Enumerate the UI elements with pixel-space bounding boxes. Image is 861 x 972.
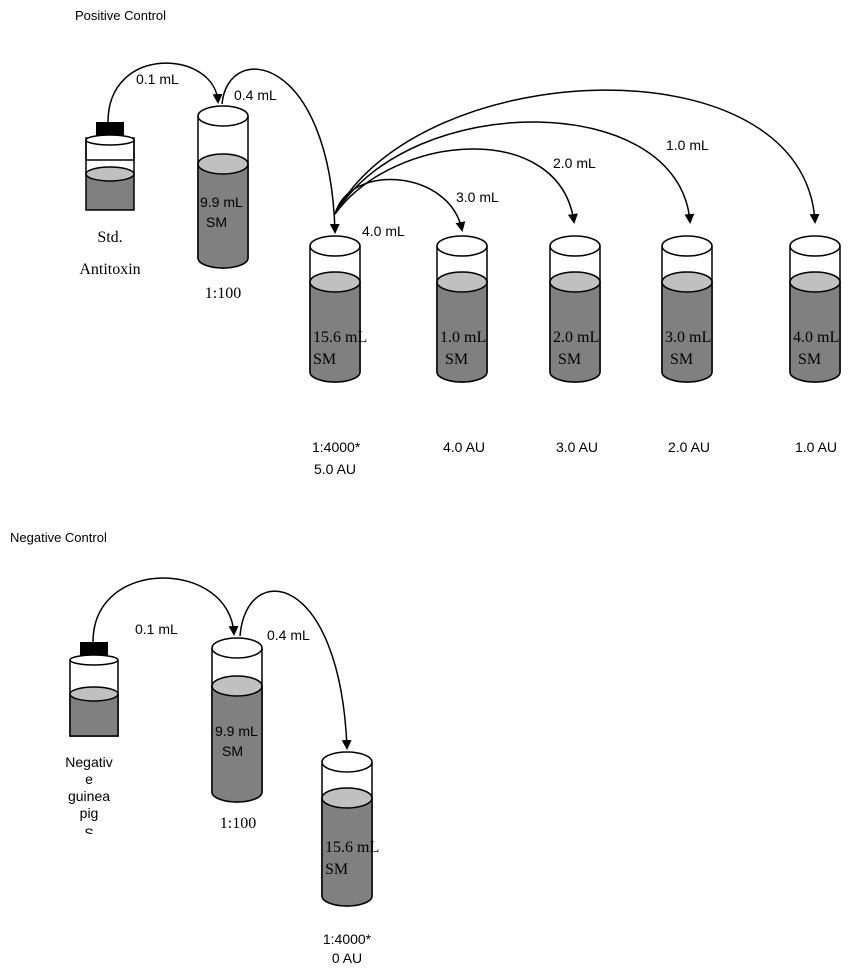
std-tube-3-diluent: SM [670, 351, 693, 368]
std-tube-3 [661, 235, 713, 383]
pos-dilution-tube [197, 105, 249, 269]
std-tube-1-volume: 1.0 mL [440, 329, 486, 346]
pos-working-diluent: SM [313, 351, 336, 368]
pos-working-units: 5.0 AU [314, 461, 356, 477]
std-tube-3-volume: 3.0 mL [665, 329, 711, 346]
pos-transfer-2.0-label: 2.0 mL [553, 155, 596, 171]
std-antitoxin-label-line1: Std. [97, 229, 122, 246]
pos-transfer-arrow-0.4 [221, 68, 340, 234]
neg-working-diluent: SM [325, 861, 348, 878]
std-tube-2-units: 3.0 AU [556, 439, 598, 455]
neg-dilution-volume: 9.9 mL [215, 723, 258, 739]
pos-dilution-ratio: 1:100 [205, 285, 241, 302]
neg-serum-label-line5: S [84, 825, 93, 841]
std-tube-2-diluent: SM [558, 351, 581, 368]
std-tube-3-units: 2.0 AU [668, 439, 710, 455]
pos-transfer-1.0-label: 1.0 mL [666, 137, 709, 153]
pos-working-volume: 15.6 mL [313, 329, 367, 346]
pos-transfer-0.4-label: 0.4 mL [234, 87, 277, 103]
std-tube-1-diluent: SM [445, 351, 468, 368]
neg-serum-label-line2: e [85, 771, 93, 787]
pos-transfer-arrow-2.0 [334, 148, 578, 224]
std-antitoxin-label-line2: Antitoxin [79, 261, 140, 278]
pos-transfer-4.0-label: 4.0 mL [362, 223, 405, 239]
pos-dilution-volume: 9.9 mL [200, 194, 243, 210]
neg-transfer-arrow-0.4 [239, 590, 352, 750]
std-tube-1 [436, 235, 488, 383]
neg-working-tube [321, 751, 373, 907]
positive-control-heading: Positive Control [75, 8, 166, 23]
std-antitoxin-bottle [85, 122, 135, 211]
pos-transfer-0.1-label: 0.1 mL [136, 71, 179, 87]
negative-serum-bottle [69, 642, 119, 737]
neg-transfer-0.1-label: 0.1 mL [135, 621, 178, 637]
neg-serum-label-line4: pig [80, 805, 99, 821]
pos-transfer-arrow-0.1 [107, 62, 223, 123]
std-tube-2-volume: 2.0 mL [553, 329, 599, 346]
std-tube-4-diluent: SM [798, 351, 821, 368]
neg-dilution-ratio: 1:100 [220, 815, 256, 832]
std-tube-4-volume: 4.0 mL [793, 329, 839, 346]
pos-working-tube [309, 235, 361, 383]
neg-working-units: 0 AU [332, 950, 362, 966]
std-tube-1-units: 4.0 AU [443, 439, 485, 455]
neg-transfer-arrow-0.1 [92, 577, 239, 643]
std-tube-2 [549, 235, 601, 383]
pos-dilution-diluent: SM [206, 214, 227, 230]
neg-dilution-tube [211, 637, 263, 803]
std-tube-4 [789, 235, 841, 383]
neg-serum-label-line3: guinea [68, 788, 110, 804]
neg-transfer-0.4-label: 0.4 mL [267, 627, 310, 643]
pos-transfer-arrow-1.0 [334, 121, 695, 224]
negative-control-heading: Negative Control [10, 530, 107, 545]
std-tube-4-units: 1.0 AU [795, 439, 837, 455]
neg-working-ratio: 1:4000* [323, 931, 372, 947]
pos-transfer-arrow-4.0 [334, 89, 820, 224]
pos-working-ratio: 1:4000* [312, 439, 361, 455]
pos-transfer-3.0-label: 3.0 mL [456, 189, 499, 205]
neg-serum-label-line1: Negativ [65, 754, 112, 770]
neg-working-volume: 15.6 mL [325, 839, 379, 856]
neg-dilution-diluent: SM [222, 743, 243, 759]
